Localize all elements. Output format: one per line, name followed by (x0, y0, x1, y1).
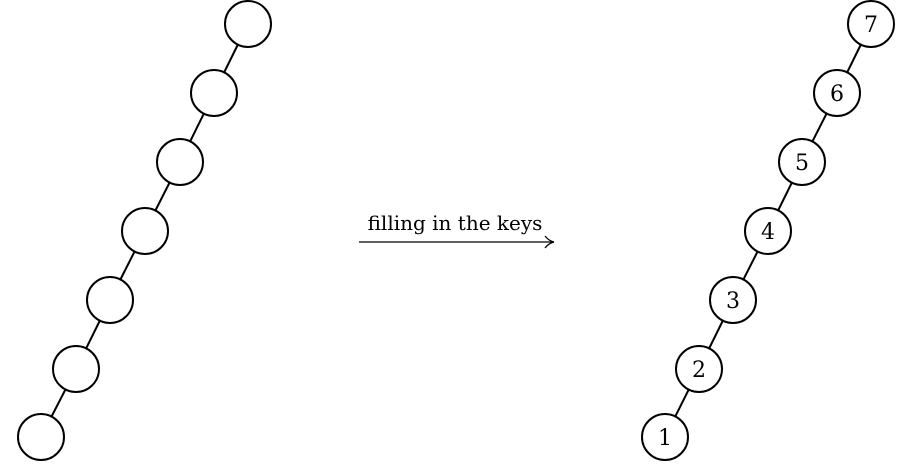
right-tree-node-1: 1 (641, 413, 689, 461)
left-tree-node-3 (86, 276, 134, 324)
left-tree (17, 0, 272, 461)
arrow-head-icon (544, 235, 555, 249)
right-tree-node-4: 4 (744, 207, 792, 255)
left-node-circle (224, 0, 272, 48)
right-tree: 1 2 3 4 5 6 7 (641, 0, 895, 461)
right-node-circle (778, 138, 826, 186)
left-node-circle (121, 207, 169, 255)
right-node-label: 2 (692, 358, 706, 383)
right-tree-node-7: 7 (847, 0, 895, 48)
right-node-circle (847, 0, 895, 48)
left-tree-node-7 (224, 0, 272, 48)
left-tree-node-5 (156, 138, 204, 186)
right-node-label: 1 (658, 426, 672, 451)
right-tree-node-2: 2 (675, 345, 723, 393)
left-node-circle (86, 276, 134, 324)
right-node-label: 7 (864, 13, 878, 38)
right-tree-node-3: 3 (709, 276, 757, 324)
left-node-circle (156, 138, 204, 186)
left-node-circle (17, 413, 65, 461)
left-node-circle (52, 345, 100, 393)
right-node-circle (675, 345, 723, 393)
left-node-circle (190, 69, 238, 117)
left-tree-node-1 (17, 413, 65, 461)
right-tree-node-5: 5 (778, 138, 826, 186)
right-node-label: 4 (761, 220, 775, 245)
arrow-label: filling in the keys (368, 211, 543, 235)
right-node-label: 3 (726, 289, 740, 314)
left-tree-node-2 (52, 345, 100, 393)
right-node-circle (641, 413, 689, 461)
right-node-circle (709, 276, 757, 324)
transform-arrow: filling in the keys (359, 211, 555, 249)
left-tree-node-4 (121, 207, 169, 255)
right-tree-node-6: 6 (813, 69, 861, 117)
right-node-circle (813, 69, 861, 117)
left-tree-node-6 (190, 69, 238, 117)
right-node-circle (744, 207, 792, 255)
right-node-label: 5 (795, 151, 809, 176)
right-node-label: 6 (830, 82, 844, 107)
